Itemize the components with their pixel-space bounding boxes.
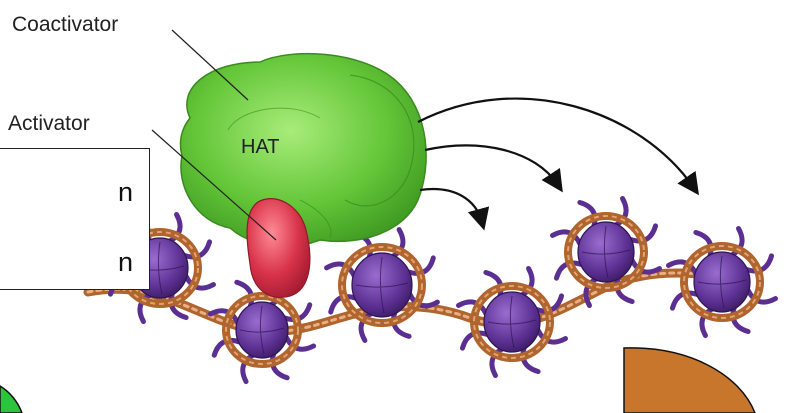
side-box-line-1: n — [118, 177, 133, 208]
nucleosome-2 — [210, 278, 313, 381]
corner-orange-shape — [624, 348, 755, 413]
arrow-middle — [425, 145, 558, 185]
nucleosome-5 — [553, 199, 660, 306]
activator-label: Activator — [8, 112, 90, 136]
corner-green-shape — [0, 386, 22, 413]
coactivator-label: Coactivator — [12, 13, 118, 37]
coactivator-complex — [180, 54, 426, 247]
nucleosome-6 — [669, 229, 776, 336]
nucleosome-3 — [327, 230, 438, 341]
side-box-line-2: n — [118, 247, 133, 278]
arrow-long — [418, 99, 694, 188]
side-text-box: n n — [0, 148, 150, 290]
hat-label: HAT — [241, 136, 280, 159]
nucleosome-4 — [459, 269, 566, 376]
arrow-short — [420, 189, 482, 222]
